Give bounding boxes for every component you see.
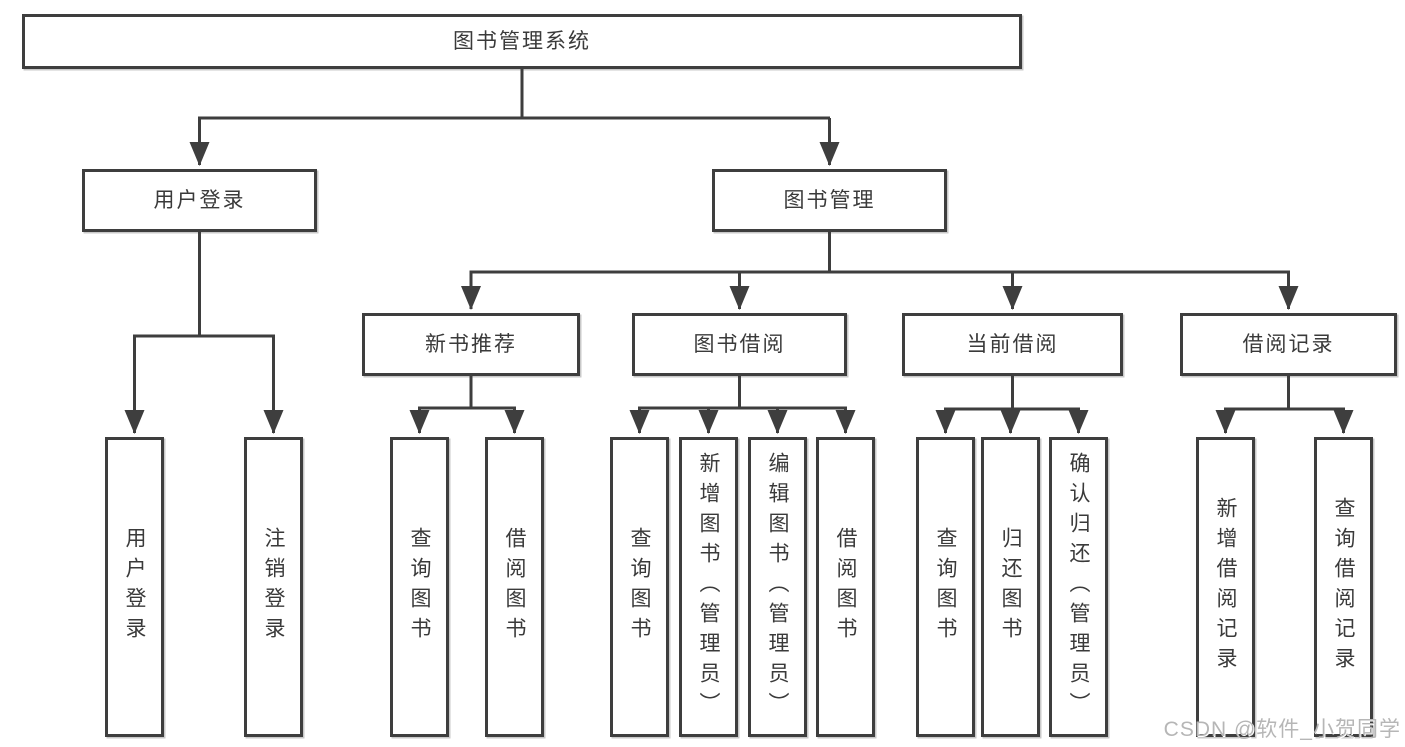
leaf-query-borrow-record-label: 查询借阅记录 <box>1332 497 1355 677</box>
node-root-label: 图书管理系统 <box>453 30 591 53</box>
node-new-book-recommend-label: 新书推荐 <box>425 333 517 356</box>
leaf-query-books-current: 查询图书 <box>916 437 975 737</box>
leaf-borrow-books: 借阅图书 <box>816 437 875 737</box>
leaf-logout-label: 注销登录 <box>262 527 285 647</box>
node-book-borrowing-label: 图书借阅 <box>693 333 786 356</box>
leaf-add-borrow-record: 新增借阅记录 <box>1196 437 1255 737</box>
node-book-borrowing: 图书借阅 <box>632 313 847 376</box>
leaf-edit-books-admin-label: 编辑图书（管理员） <box>766 452 789 722</box>
leaf-query-books-recommend-label: 查询图书 <box>408 527 431 647</box>
leaf-return-books-label: 归还图书 <box>999 527 1022 647</box>
leaf-add-borrow-record-label: 新增借阅记录 <box>1214 497 1237 677</box>
leaf-borrow-books-recommend-label: 借阅图书 <box>503 527 526 647</box>
leaf-confirm-return-admin-label: 确认归还（管理员） <box>1067 452 1090 722</box>
leaf-query-books-borrow: 查询图书 <box>610 437 669 737</box>
node-user-login-label: 用户登录 <box>153 189 246 212</box>
node-user-login: 用户登录 <box>82 169 317 232</box>
leaf-borrow-books-label: 借阅图书 <box>834 527 857 647</box>
leaf-query-borrow-record: 查询借阅记录 <box>1314 437 1373 737</box>
leaf-query-books-recommend: 查询图书 <box>390 437 449 737</box>
node-borrowing-records: 借阅记录 <box>1180 313 1397 376</box>
node-current-borrowing: 当前借阅 <box>902 313 1123 376</box>
leaf-query-books-current-label: 查询图书 <box>934 527 957 647</box>
node-root: 图书管理系统 <box>22 14 1022 69</box>
leaf-borrow-books-recommend: 借阅图书 <box>485 437 544 737</box>
leaf-edit-books-admin: 编辑图书（管理员） <box>748 437 807 737</box>
leaf-return-books: 归还图书 <box>981 437 1040 737</box>
node-book-management: 图书管理 <box>712 169 947 232</box>
node-book-management-label: 图书管理 <box>783 189 876 212</box>
node-borrowing-records-label: 借阅记录 <box>1242 333 1335 356</box>
leaf-logout: 注销登录 <box>244 437 303 737</box>
leaf-query-books-borrow-label: 查询图书 <box>628 527 651 647</box>
node-current-borrowing-label: 当前借阅 <box>966 333 1059 356</box>
leaf-add-books-admin-label: 新增图书（管理员） <box>697 452 720 722</box>
node-new-book-recommend: 新书推荐 <box>362 313 580 376</box>
leaf-user-login-label: 用户登录 <box>123 527 146 647</box>
leaf-user-login: 用户登录 <box>105 437 164 737</box>
watermark: CSDN @软件_小贺同学 <box>1163 718 1401 741</box>
leaf-add-books-admin: 新增图书（管理员） <box>679 437 738 737</box>
leaf-confirm-return-admin: 确认归还（管理员） <box>1049 437 1108 737</box>
